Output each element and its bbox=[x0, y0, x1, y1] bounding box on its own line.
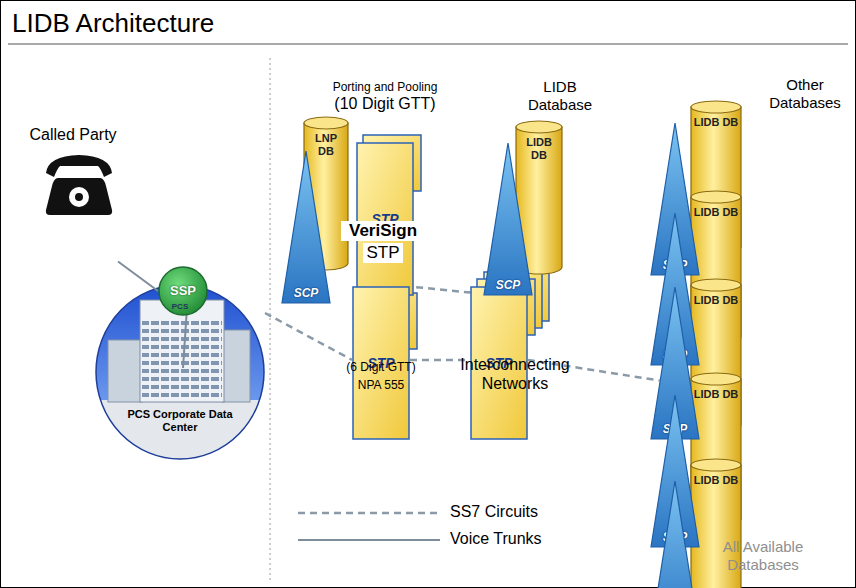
node-text: Called Party bbox=[29, 126, 116, 145]
legend-dashed-sample bbox=[298, 512, 440, 515]
label-text: NPA 555 bbox=[331, 378, 431, 392]
node-text: LIDB DB bbox=[694, 388, 739, 401]
cylinder-top bbox=[691, 191, 741, 203]
scp-triangle-outline bbox=[650, 480, 700, 588]
legend-solid-sample bbox=[298, 539, 440, 541]
legend-entry: SS7 Circuits bbox=[450, 503, 538, 522]
diagram-label: Other Databases bbox=[760, 76, 850, 111]
ground bbox=[95, 400, 265, 460]
diagram-label: PCS bbox=[160, 302, 200, 311]
label-text: Interconnecting Networks bbox=[450, 356, 580, 394]
cylinder-top bbox=[691, 373, 741, 385]
node-text: LIDB DB bbox=[694, 206, 739, 219]
title-text: LIDB Architecture bbox=[12, 8, 214, 39]
legend-text: SS7 Circuits bbox=[450, 503, 538, 522]
label-text: Other Databases bbox=[760, 76, 850, 111]
cylinder-top bbox=[691, 101, 741, 113]
stp-box: STP bbox=[356, 142, 414, 296]
label-text: All Available Databases bbox=[708, 538, 818, 573]
cylinder-top bbox=[304, 117, 348, 129]
phone-dial bbox=[69, 187, 89, 207]
node-text: LIDB DB bbox=[694, 116, 739, 129]
cylinder-top bbox=[516, 121, 562, 133]
data-center-building-outline bbox=[95, 285, 265, 460]
building-windows bbox=[142, 318, 222, 400]
legend-text: Voice Trunks bbox=[450, 530, 542, 549]
scp-triangle-outline bbox=[483, 142, 533, 296]
node-text: SCP bbox=[294, 286, 319, 300]
node-text: PCS Corporate Data Center bbox=[125, 408, 235, 434]
phone-handset bbox=[46, 155, 112, 177]
diagram-label: (10 Digit GTT) bbox=[325, 95, 445, 114]
phone-dial-center bbox=[75, 193, 83, 201]
cylinder-top bbox=[691, 279, 741, 291]
diagram-label: All Available Databases bbox=[708, 538, 818, 573]
diagram-label: Interconnecting Networks bbox=[450, 356, 580, 394]
node-text: LIDB DB bbox=[694, 474, 739, 487]
diagram-label: (6 Digit GTT) bbox=[331, 360, 431, 374]
ssp-circle-shape bbox=[159, 267, 207, 315]
building-wing bbox=[108, 340, 142, 402]
label-text: LIDB Database bbox=[515, 78, 605, 113]
phone-base bbox=[46, 178, 112, 215]
diagram-title: LIDB Architecture bbox=[12, 8, 214, 39]
scp-triangle: SCP bbox=[650, 480, 700, 588]
diagram-label: Porting and Pooling bbox=[325, 80, 445, 94]
label-text: (10 Digit GTT) bbox=[325, 95, 445, 114]
telephone-icon bbox=[46, 155, 112, 215]
scp-triangle-outline bbox=[281, 150, 331, 304]
scp-triangle-shape bbox=[282, 151, 330, 303]
stp-box-shape bbox=[357, 143, 413, 295]
title-rule bbox=[8, 44, 848, 45]
node-text: SSP bbox=[170, 283, 196, 298]
cylinder-top bbox=[691, 459, 741, 471]
called-party-phone-outline bbox=[28, 126, 118, 280]
ss7-circuit bbox=[265, 313, 352, 360]
called-party-phone: Called Party bbox=[28, 126, 118, 280]
legend-entry: Voice Trunks bbox=[450, 530, 542, 549]
data-center-building: PCS Corporate Data Center bbox=[95, 285, 265, 460]
node-text: LNP DB bbox=[306, 132, 346, 158]
building-wing bbox=[222, 330, 250, 402]
separator-line bbox=[270, 58, 271, 580]
diagram-label: LIDB Database bbox=[515, 78, 605, 113]
cylinder-body bbox=[516, 127, 562, 274]
label-text: (6 Digit GTT) bbox=[331, 360, 431, 374]
diagram-label: VeriSign bbox=[341, 221, 425, 241]
ssp-circle: SSP bbox=[158, 214, 208, 368]
scp-triangle: SCP bbox=[281, 150, 331, 304]
scp-triangle: SCP bbox=[483, 142, 533, 296]
label-text: PCS bbox=[160, 302, 200, 311]
node-text: LIDB DB bbox=[518, 136, 560, 162]
diagram-label: STP bbox=[363, 243, 403, 263]
node-text: SCP bbox=[496, 278, 521, 292]
diagram-label: NPA 555 bbox=[331, 378, 431, 392]
node-text: LIDB DB bbox=[694, 294, 739, 307]
voice-trunk bbox=[118, 262, 158, 291]
label-text: STP bbox=[363, 243, 403, 263]
label-text: Porting and Pooling bbox=[325, 80, 445, 94]
label-text: VeriSign bbox=[341, 221, 425, 241]
